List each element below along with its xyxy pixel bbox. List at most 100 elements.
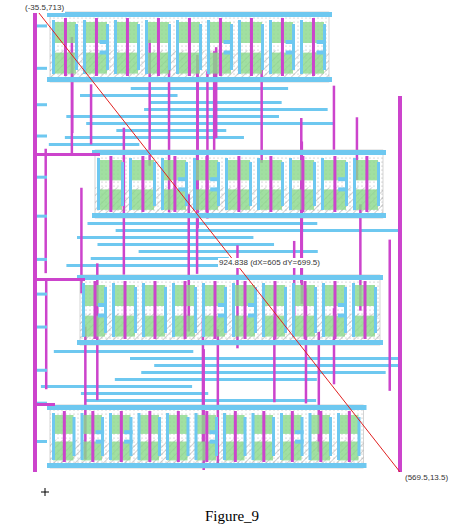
metal-strap bbox=[232, 283, 235, 337]
metal-rail bbox=[77, 340, 383, 345]
poly-gate bbox=[126, 18, 129, 76]
metal1-wire bbox=[87, 222, 317, 225]
metal-strap bbox=[352, 283, 355, 337]
metal-strap bbox=[344, 287, 347, 333]
metal1-wire bbox=[144, 108, 328, 111]
metal-strap bbox=[321, 158, 324, 210]
metal1-wire bbox=[37, 369, 47, 372]
metal-strap bbox=[301, 417, 304, 456]
metal-strap bbox=[161, 158, 164, 210]
power-rails bbox=[33, 10, 402, 472]
poly-gate bbox=[348, 411, 351, 462]
poly-gate bbox=[177, 411, 180, 462]
metal-strap bbox=[322, 283, 325, 337]
metal1-wire bbox=[37, 67, 47, 70]
metal1-wire bbox=[154, 364, 398, 367]
poly-gate bbox=[312, 18, 315, 76]
metal-strap bbox=[202, 283, 205, 337]
metal-strap bbox=[269, 20, 272, 74]
metal-strap bbox=[168, 24, 171, 70]
metal-strap bbox=[353, 158, 356, 210]
metal-strap bbox=[52, 20, 55, 74]
metal2-wire bbox=[333, 86, 336, 150]
metal1-wire bbox=[37, 293, 47, 296]
poly-gate bbox=[234, 411, 237, 462]
metal-strap bbox=[138, 413, 141, 460]
metal-strap bbox=[52, 413, 55, 460]
metal-strap bbox=[254, 287, 257, 333]
poly-gate bbox=[301, 156, 304, 212]
metal-strap bbox=[262, 283, 265, 337]
metal-strap bbox=[377, 162, 380, 206]
poly-gate bbox=[304, 281, 307, 339]
poly-gate bbox=[205, 156, 208, 212]
metal-strap bbox=[244, 417, 247, 456]
coordinate-label: (-35.5,713) bbox=[24, 3, 65, 13]
metal-strap bbox=[83, 20, 86, 74]
metal-strap bbox=[230, 24, 233, 70]
metal2-wire bbox=[90, 84, 93, 144]
metal-strap bbox=[134, 287, 137, 333]
poly-gate bbox=[365, 156, 368, 212]
metal-strap bbox=[106, 24, 109, 70]
metal-strap bbox=[223, 413, 226, 460]
metal2-wire bbox=[44, 149, 47, 273]
poly-gate bbox=[188, 18, 191, 76]
poly-gate bbox=[95, 18, 98, 76]
ruler-line bbox=[35, 8, 400, 472]
metal-strap bbox=[114, 20, 117, 74]
metal-strap bbox=[374, 287, 377, 333]
metal-strap bbox=[358, 417, 361, 456]
metal1-wire bbox=[37, 176, 47, 179]
metal-strap bbox=[129, 158, 132, 210]
metal-strap bbox=[121, 162, 124, 206]
metal-strap bbox=[81, 413, 84, 460]
metal-strap bbox=[292, 283, 295, 337]
metal1-wire bbox=[139, 250, 318, 253]
metal2-wire bbox=[206, 71, 209, 218]
metal1-wire bbox=[116, 129, 226, 132]
poly-gate bbox=[333, 156, 336, 212]
poly-gate bbox=[262, 411, 265, 462]
poly-gate bbox=[244, 281, 247, 339]
metal-strap bbox=[193, 158, 196, 210]
metal-routing bbox=[37, 24, 398, 470]
metal-strap bbox=[329, 417, 332, 456]
poly-gate bbox=[120, 411, 123, 462]
metal1-wire bbox=[131, 87, 288, 90]
metal-strap bbox=[314, 287, 317, 333]
metal-strap bbox=[73, 417, 76, 456]
cell-row bbox=[50, 405, 364, 468]
poly-gate bbox=[154, 281, 157, 339]
metal-strap bbox=[187, 417, 190, 456]
metal-strap bbox=[145, 20, 148, 74]
poly-gate bbox=[319, 411, 322, 462]
poly-gate bbox=[157, 18, 160, 76]
poly-gate bbox=[237, 156, 240, 212]
metal-strap bbox=[313, 162, 316, 206]
metal-strap bbox=[300, 20, 303, 74]
poly-gate bbox=[94, 281, 97, 339]
poly-gate bbox=[91, 411, 94, 462]
metal-strap bbox=[142, 283, 145, 337]
coordinate-label: 924.838 (dX=605 dY=699.5) bbox=[218, 258, 321, 268]
poly-gate bbox=[124, 281, 127, 339]
metal-strap bbox=[195, 413, 198, 460]
poly-gate bbox=[219, 18, 222, 76]
poly-gate bbox=[274, 281, 277, 339]
poly-gate bbox=[291, 411, 294, 462]
metal1-wire bbox=[115, 378, 317, 381]
origin-mark bbox=[41, 488, 49, 496]
metal-rail bbox=[47, 12, 332, 17]
metal-strap bbox=[101, 417, 104, 456]
metal-strap bbox=[238, 20, 241, 74]
metal-rail bbox=[92, 150, 386, 155]
cell-row bbox=[50, 12, 329, 82]
metal-strap bbox=[323, 24, 326, 70]
metal-strap bbox=[249, 162, 252, 206]
metal-strap bbox=[252, 413, 255, 460]
metal-strap bbox=[207, 20, 210, 74]
metal-rail bbox=[47, 463, 367, 468]
metal1-wire bbox=[37, 258, 47, 261]
metal-strap bbox=[176, 20, 179, 74]
